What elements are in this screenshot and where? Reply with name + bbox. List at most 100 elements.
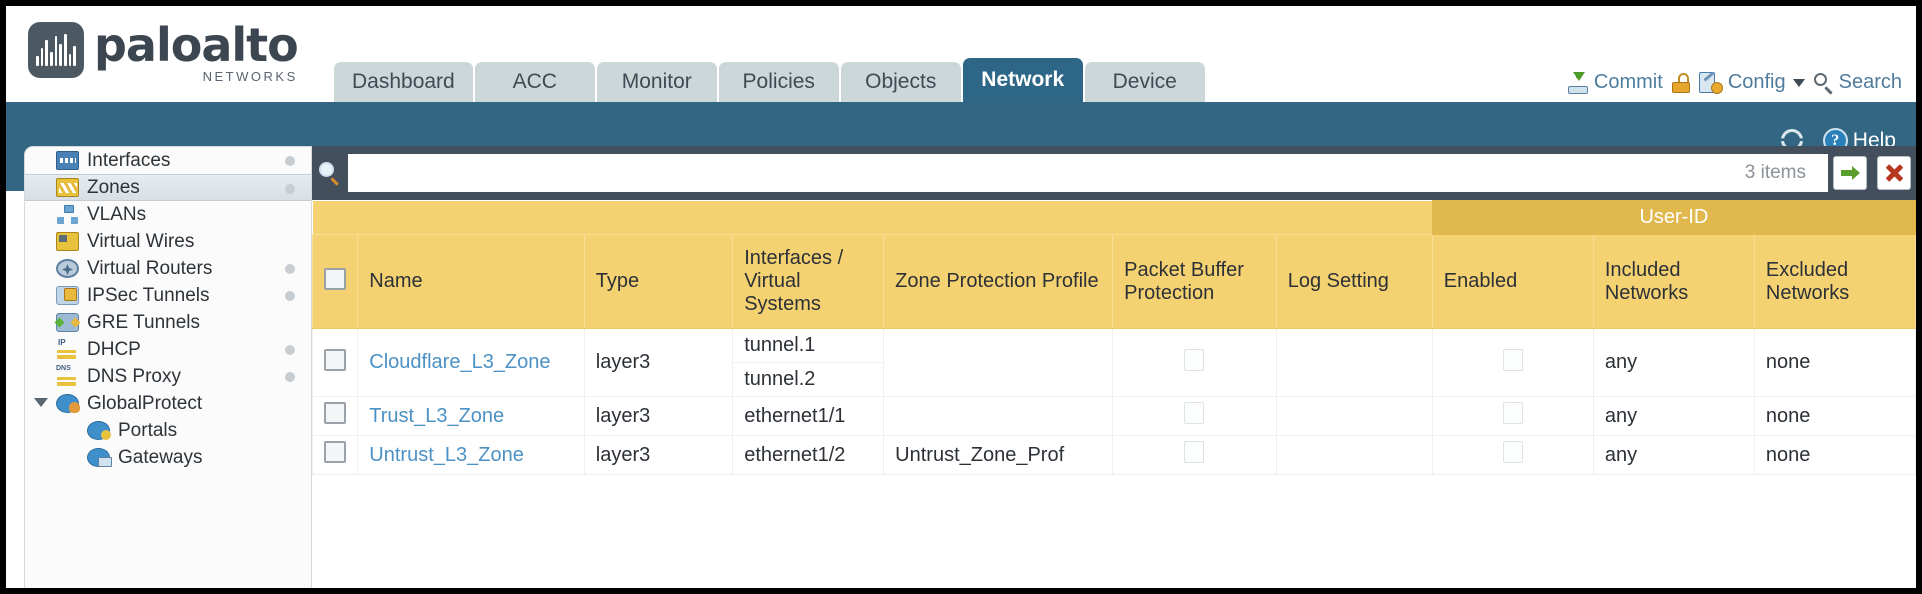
clear-filter-x-icon (1884, 163, 1904, 183)
sidebar-item-label: GlobalProtect (87, 392, 203, 414)
zone-interface-cell: tunnel.1 (732, 328, 885, 363)
sidebar-item-portals[interactable]: Portals (25, 417, 311, 444)
tab-dashboard[interactable]: Dashboard (334, 62, 473, 102)
select-all-header (312, 234, 359, 329)
gateways-icon (87, 448, 112, 467)
column-header-type[interactable]: Type (583, 234, 734, 329)
zone-name-cell: Trust_L3_Zone (357, 396, 585, 436)
userid-enabled-checkbox[interactable] (1502, 348, 1523, 371)
sidebar-item-status-dot (285, 291, 295, 301)
tab-policies[interactable]: Policies (718, 62, 839, 102)
column-header-included-networks[interactable]: Included Networks (1592, 234, 1755, 329)
excluded-networks-cell: none (1753, 328, 1916, 397)
log-setting-cell (1275, 396, 1433, 436)
zone-name-link[interactable]: Untrust_L3_Zone (369, 443, 524, 466)
commit-button[interactable]: Commit (1567, 71, 1663, 94)
userid-enabled-cell (1431, 328, 1594, 397)
sidebar-item-label: Zones (87, 176, 140, 198)
sidebar-item-interfaces[interactable]: Interfaces (25, 147, 311, 174)
packet-buffer-protection-checkbox[interactable] (1184, 441, 1205, 463)
sidebar-item-virtual-routers[interactable]: Virtual Routers (25, 255, 311, 282)
sidebar-item-status-dot (285, 372, 295, 382)
apply-filter-button[interactable] (1833, 156, 1867, 190)
column-header-packet-buffer-protection[interactable]: Packet Buffer Protection (1112, 234, 1277, 329)
tab-network[interactable]: Network (962, 58, 1083, 102)
help-label: Help (1852, 128, 1896, 152)
ipsec-tunnels-icon (56, 286, 79, 305)
sidebar-item-gre-tunnels[interactable]: GRE Tunnels (25, 309, 311, 336)
gre-tunnels-icon (56, 313, 79, 332)
table-row-continuation: tunnel.2 (313, 362, 1916, 397)
dhcp-icon (56, 338, 79, 359)
header-actions: Commit Config Search (1567, 70, 1902, 95)
column-header-excluded-networks[interactable]: Excluded Networks (1753, 234, 1916, 329)
sidebar-item-label: GRE Tunnels (87, 311, 200, 333)
interfaces-icon (56, 151, 79, 170)
column-header-interfaces-virtual-systems[interactable]: Interfaces / Virtual Systems (732, 234, 885, 329)
sidebar-item-vlans[interactable]: VLANs (25, 201, 311, 228)
sidebar-item-globalprotect[interactable]: GlobalProtect (25, 390, 311, 417)
zone-name-cell: Untrust_L3_Zone (357, 435, 585, 475)
sidebar-item-dhcp[interactable]: DHCP (25, 336, 311, 363)
clear-filter-button[interactable] (1877, 156, 1911, 190)
excluded-networks-cell: none (1753, 435, 1916, 475)
tab-device[interactable]: Device (1084, 62, 1205, 102)
userid-enabled-cell (1431, 435, 1594, 475)
zones-icon (56, 178, 79, 197)
tab-monitor[interactable]: Monitor (596, 62, 717, 102)
filter-bar: 3 items (312, 146, 1916, 200)
tab-acc[interactable]: ACC (474, 62, 595, 102)
sidebar-item-zones[interactable]: Zones (25, 174, 311, 201)
search-input[interactable] (360, 154, 1745, 192)
row-select-cell (312, 396, 359, 436)
packet-buffer-protection-checkbox[interactable] (1184, 402, 1205, 424)
packet-buffer-protection-cell (1112, 435, 1277, 475)
refresh-icon[interactable] (1780, 128, 1807, 153)
main-content: 3 items (312, 146, 1916, 588)
search-icon[interactable] (312, 162, 348, 186)
row-select-checkbox[interactable] (324, 348, 347, 371)
config-menu-button[interactable]: Config (1698, 70, 1805, 94)
sidebar-item-label: DNS Proxy (87, 365, 181, 387)
row-select-cell (312, 328, 359, 397)
globalprotect-icon (56, 394, 80, 413)
sidebar-item-gateways[interactable]: Gateways (25, 444, 311, 471)
row-select-checkbox[interactable] (324, 441, 347, 463)
column-header-zone-protection-profile[interactable]: Zone Protection Profile (883, 234, 1114, 329)
userid-enabled-checkbox[interactable] (1502, 402, 1523, 424)
zone-name-link[interactable]: Trust_L3_Zone (369, 404, 505, 427)
sidebar-item-dns-proxy[interactable]: DNS Proxy (25, 363, 311, 390)
lock-button[interactable] (1671, 72, 1690, 93)
sidebar-item-label: Portals (118, 419, 178, 441)
group-header-row: User-ID (312, 200, 1916, 235)
brand-name: paloalto (94, 18, 299, 72)
zone-name-link[interactable]: Cloudflare_L3_Zone (369, 351, 551, 373)
sidebar-item-virtual-wires[interactable]: Virtual Wires (25, 228, 311, 255)
search-button[interactable]: Search (1813, 71, 1902, 95)
tab-label: Network (981, 68, 1065, 91)
frame-bottom (0, 588, 1922, 594)
userid-enabled-checkbox[interactable] (1502, 441, 1523, 463)
column-header-log-setting[interactable]: Log Setting (1275, 234, 1433, 329)
tab-objects[interactable]: Objects (840, 62, 961, 102)
column-header-name[interactable]: Name (357, 234, 585, 329)
sidebar-item-ipsec-tunnels[interactable]: IPSec Tunnels (25, 282, 311, 309)
log-setting-cell (1275, 435, 1433, 475)
sidebar-item-label: Virtual Wires (87, 230, 195, 252)
sidebar-item-status-dot (285, 156, 295, 166)
column-header-enabled[interactable]: Enabled (1431, 234, 1594, 329)
row-select-checkbox[interactable] (324, 402, 347, 424)
select-all-checkbox[interactable] (324, 267, 346, 290)
packet-buffer-protection-checkbox[interactable] (1184, 348, 1205, 371)
expander-triangle-icon[interactable] (34, 398, 48, 407)
apply-filter-arrow-icon (1839, 162, 1861, 184)
zone-protection-profile-cell (883, 396, 1114, 436)
